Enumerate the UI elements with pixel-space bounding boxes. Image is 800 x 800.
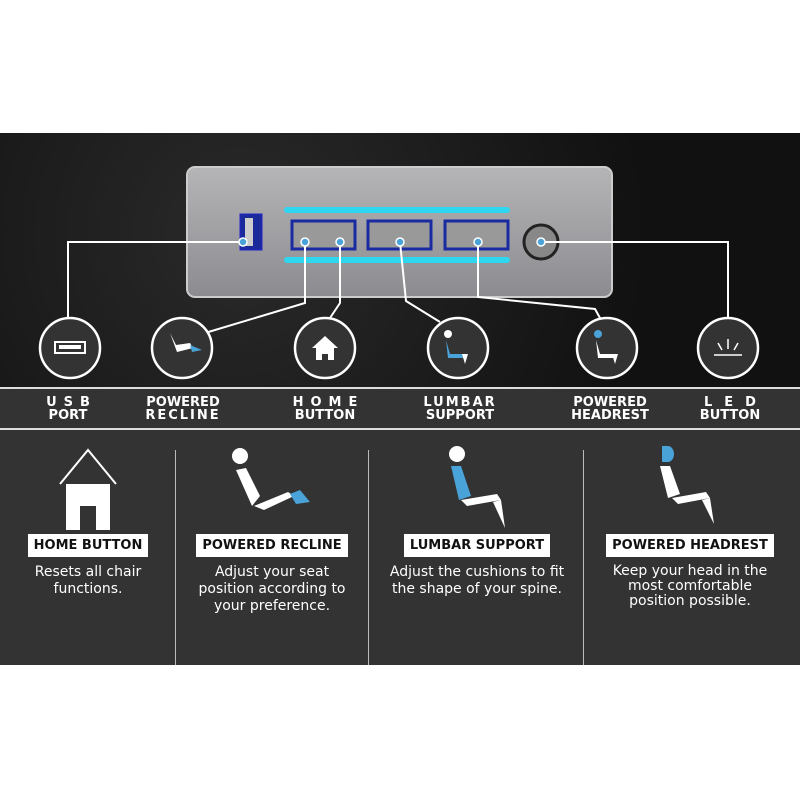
divider bbox=[368, 450, 369, 665]
led-strip-top bbox=[284, 207, 510, 213]
home-icon bbox=[59, 448, 117, 530]
card-lumbar-support: LUMBAR SUPPORT Adjust the cushions to fi… bbox=[377, 430, 577, 598]
leader-lines bbox=[67, 241, 729, 334]
card-powered-headrest: POWERED HEADREST Keep your head in the m… bbox=[590, 430, 790, 609]
card-description: Adjust your seat position according to y… bbox=[198, 564, 346, 614]
label-line: HOME bbox=[292, 395, 365, 410]
label-line: RECLINE bbox=[145, 408, 221, 423]
label-line: USB bbox=[46, 395, 97, 410]
card-powered-recline: POWERED RECLINE Adjust your seat positio… bbox=[172, 430, 372, 615]
label-line: BUTTON bbox=[699, 408, 761, 423]
label-line: PORT bbox=[48, 408, 88, 423]
feature-details: HOME BUTTON Resets all chair functions. … bbox=[0, 430, 800, 665]
label-line: POWERED bbox=[573, 395, 647, 410]
led-strip-bottom bbox=[284, 257, 510, 263]
label-line: POWERED bbox=[146, 395, 220, 410]
divider bbox=[175, 450, 176, 665]
control-panel-diagram bbox=[38, 166, 760, 380]
recline-icon bbox=[232, 448, 310, 510]
lumbar-circle-icon bbox=[426, 316, 490, 380]
label-line: LED bbox=[704, 395, 768, 410]
card-title: POWERED RECLINE bbox=[196, 534, 348, 557]
headrest-icon bbox=[660, 446, 714, 524]
label-line: LUMBAR bbox=[423, 395, 497, 410]
divider bbox=[583, 450, 584, 665]
label-line: HEADREST bbox=[571, 408, 649, 423]
label-line: SUPPORT bbox=[425, 408, 495, 423]
card-home-button: HOME BUTTON Resets all chair functions. bbox=[0, 430, 188, 598]
headrest-button[interactable] bbox=[443, 219, 510, 251]
card-title: POWERED HEADREST bbox=[606, 534, 774, 557]
lumbar-icon bbox=[449, 446, 505, 528]
card-title: HOME BUTTON bbox=[27, 534, 149, 557]
label-line: BUTTON bbox=[294, 408, 356, 423]
headrest-circle-icon bbox=[575, 316, 639, 380]
card-title: LUMBAR SUPPORT bbox=[403, 534, 551, 557]
card-description: Keep your head in the most comfortable p… bbox=[612, 563, 768, 609]
card-description: Adjust the cushions to fit the shape of … bbox=[389, 564, 565, 597]
card-description: Resets all chair functions. bbox=[34, 564, 142, 597]
